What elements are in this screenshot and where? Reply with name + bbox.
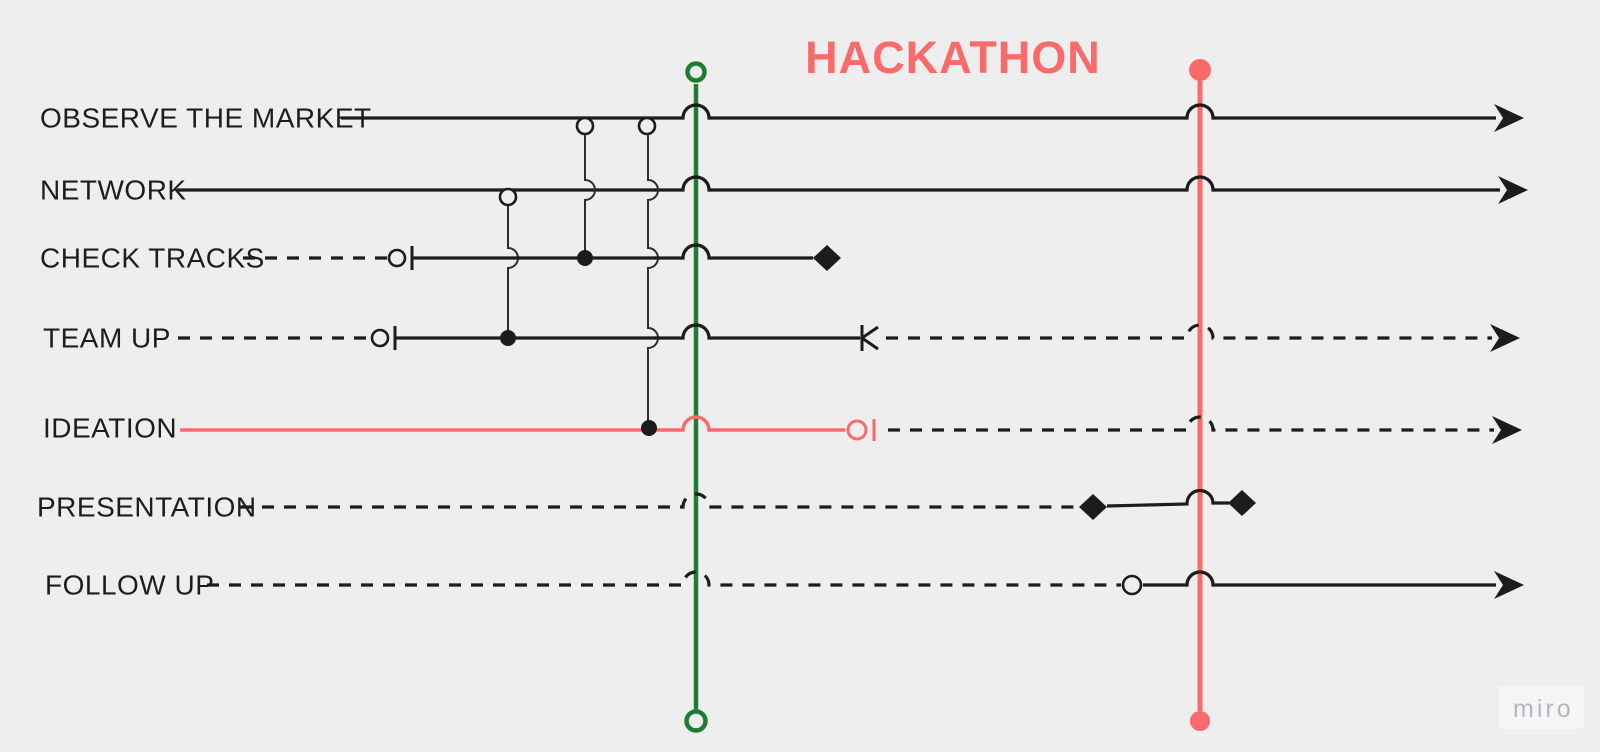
presentation-diamond-start-icon[interactable] xyxy=(1079,494,1107,520)
timeline-row-follow-up[interactable]: FOLLOW UP xyxy=(45,570,1524,601)
observe-arrow-icon[interactable] xyxy=(1494,104,1524,132)
check-tracks-start-circle-icon[interactable] xyxy=(387,248,407,268)
network-branch-circle[interactable] xyxy=(498,187,518,207)
ideation-arrow-icon[interactable] xyxy=(1492,416,1522,444)
network-line[interactable] xyxy=(177,175,1500,192)
presentation-solid-line[interactable] xyxy=(1106,488,1229,508)
green-line-bottom-circle[interactable] xyxy=(684,709,708,733)
ideation-junction-dot[interactable] xyxy=(641,420,657,436)
board-title[interactable]: HACKATHON xyxy=(805,32,1101,83)
ideation-red-line[interactable] xyxy=(180,415,845,432)
ideation-dashed-line[interactable] xyxy=(888,415,1494,432)
row-label-network[interactable]: NETWORK xyxy=(40,175,187,206)
team-up-junction-dot[interactable] xyxy=(500,330,516,346)
branch-connectors[interactable] xyxy=(507,134,659,422)
connector-observe-to-ideation[interactable] xyxy=(647,134,659,422)
row-label-team-up[interactable]: TEAM UP xyxy=(43,323,171,354)
red-event-line[interactable] xyxy=(1189,59,1211,731)
team-up-start-circle-icon[interactable] xyxy=(370,328,390,348)
team-up-solid-line[interactable] xyxy=(395,323,860,340)
connector-observe-to-check-tracks[interactable] xyxy=(584,134,596,252)
row-label-ideation[interactable]: IDEATION xyxy=(43,413,177,444)
follow-up-circle-icon[interactable] xyxy=(1121,574,1143,596)
red-line-bottom-circle[interactable] xyxy=(1190,711,1210,731)
check-tracks-solid-line[interactable] xyxy=(412,243,813,260)
miro-watermark-badge[interactable] xyxy=(1498,686,1584,729)
green-event-line[interactable] xyxy=(684,61,708,733)
row-label-observe-the-market[interactable]: OBSERVE THE MARKET xyxy=(40,103,372,134)
observe-branch-circle-2[interactable] xyxy=(637,116,657,136)
check-tracks-junction-dot[interactable] xyxy=(577,250,593,266)
presentation-diamond-end-icon[interactable] xyxy=(1228,490,1256,516)
timeline-row-presentation[interactable]: PRESENTATION xyxy=(37,488,1256,523)
team-up-left-arrow-icon[interactable] xyxy=(859,325,879,351)
team-up-arrow-icon[interactable] xyxy=(1490,324,1520,352)
team-up-dashed-line-right[interactable] xyxy=(886,323,1492,340)
row-label-follow-up[interactable]: FOLLOW UP xyxy=(45,570,214,601)
timeline-row-team-up[interactable]: TEAM UP xyxy=(43,323,1520,354)
miro-logo[interactable]: miro xyxy=(1513,695,1574,723)
row-label-check-tracks[interactable]: CHECK TRACKS xyxy=(40,243,265,274)
row-label-presentation[interactable]: PRESENTATION xyxy=(37,492,257,523)
timeline-row-observe-the-market[interactable]: OBSERVE THE MARKET xyxy=(40,103,1524,136)
check-tracks-diamond-icon[interactable] xyxy=(813,245,841,271)
network-arrow-icon[interactable] xyxy=(1498,176,1528,204)
follow-up-solid-line[interactable] xyxy=(1143,570,1496,587)
observe-line[interactable] xyxy=(341,103,1496,120)
green-line-top-circle[interactable] xyxy=(685,61,707,83)
presentation-dashed-line[interactable] xyxy=(240,492,1079,509)
timeline-row-check-tracks[interactable]: CHECK TRACKS xyxy=(40,243,841,274)
follow-up-dashed-line[interactable] xyxy=(207,570,1121,587)
connector-network-to-team-up[interactable] xyxy=(507,205,519,332)
timeline-row-network[interactable]: NETWORK xyxy=(40,175,1528,207)
ideation-red-circle-icon[interactable] xyxy=(846,419,868,441)
red-line-top-circle[interactable] xyxy=(1189,59,1211,81)
follow-up-arrow-icon[interactable] xyxy=(1494,571,1524,599)
observe-branch-circle-1[interactable] xyxy=(575,116,595,136)
miro-watermark[interactable]: miro xyxy=(1498,686,1584,729)
timeline-row-ideation[interactable]: IDEATION xyxy=(43,413,1522,445)
